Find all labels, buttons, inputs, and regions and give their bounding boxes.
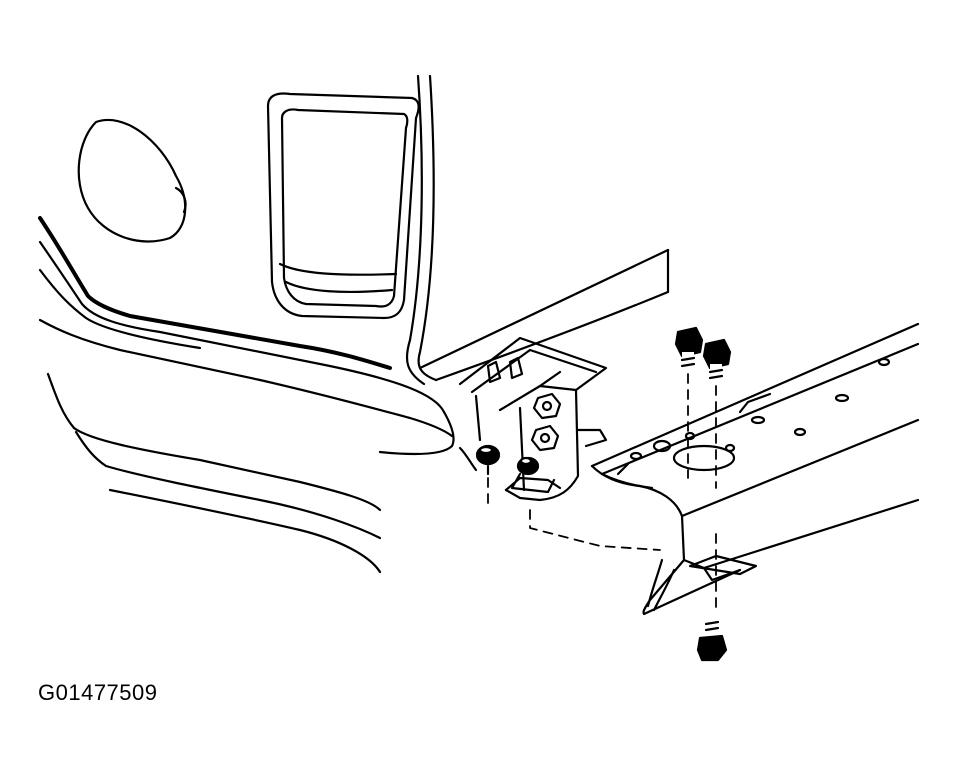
- bracket-studs: [486, 356, 562, 452]
- tail-lamp: [266, 92, 420, 320]
- bumper-fascia: [38, 216, 478, 574]
- upper-bolt-right: [702, 338, 732, 382]
- fuel-door-outline: [77, 119, 187, 243]
- alignment-lines: [487, 373, 717, 613]
- body-panel-edge: [405, 74, 438, 386]
- flange-nut-center: [510, 456, 556, 494]
- upper-bolt-left: [674, 326, 704, 370]
- body-lower-panel: [418, 248, 670, 382]
- bumper-bracket: [458, 336, 608, 502]
- lower-bolt: [696, 616, 728, 662]
- flange-nut-left: [475, 444, 501, 476]
- figure-id-label: G01477509: [38, 680, 158, 705]
- frame-holes: [616, 357, 891, 476]
- frame-rail: [590, 322, 920, 616]
